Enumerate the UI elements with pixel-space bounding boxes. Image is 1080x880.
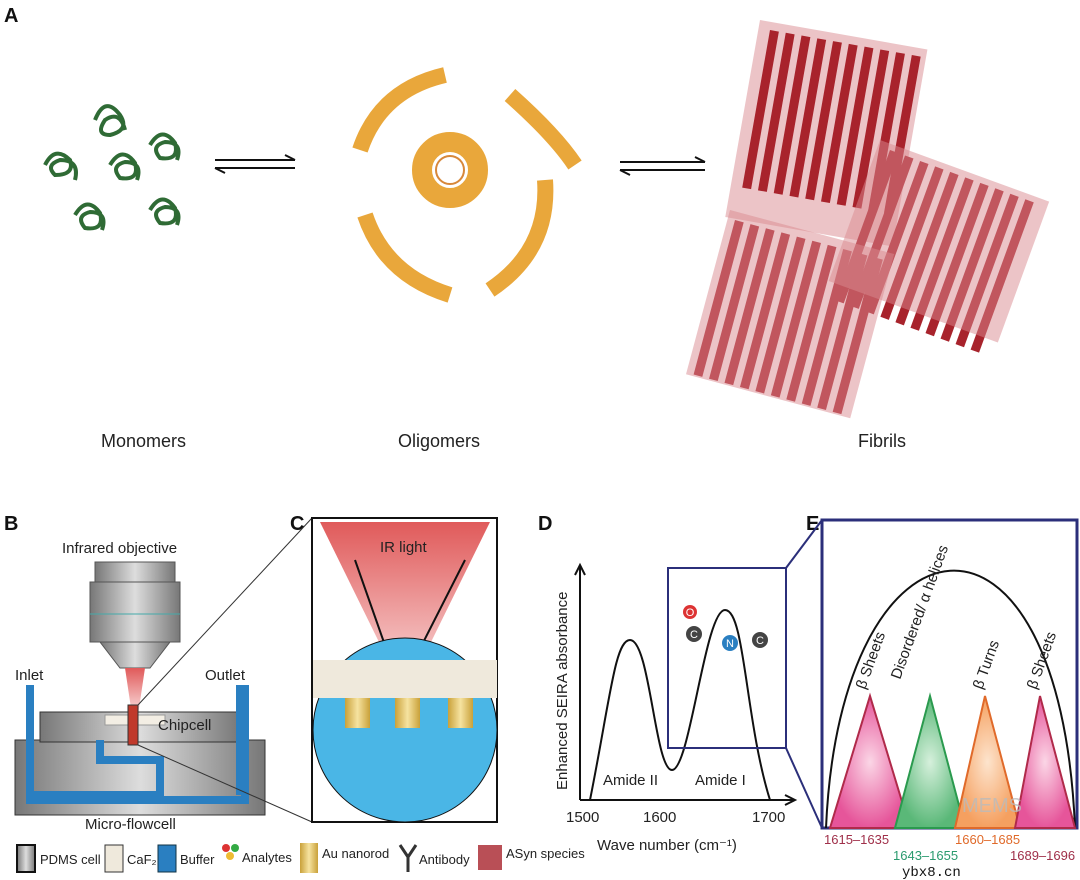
panel-label-c: C bbox=[290, 513, 304, 535]
legend-label: ASyn species bbox=[506, 846, 585, 861]
deconvolved-peaks bbox=[828, 692, 1077, 829]
amide-ii-label: Amide II bbox=[603, 772, 658, 789]
legend-label: CaF₂ bbox=[127, 852, 157, 867]
watermark-url: ybx8.cn bbox=[902, 865, 961, 880]
au-nanorods bbox=[345, 698, 473, 728]
x-tick: 1600 bbox=[643, 809, 676, 826]
svg-text:N: N bbox=[726, 638, 734, 650]
zoom-line bbox=[785, 747, 823, 829]
panel-label-a: A bbox=[4, 5, 18, 27]
fibril-strand bbox=[805, 41, 842, 201]
fibril-strand bbox=[836, 46, 874, 206]
legend-swatch-nanorod bbox=[300, 843, 318, 873]
x-tick: 1500 bbox=[566, 809, 599, 826]
legend-swatch-pdms bbox=[16, 844, 36, 873]
legend-analytes-icon bbox=[222, 844, 239, 860]
caf2-layer bbox=[313, 660, 497, 698]
ir-beam bbox=[125, 668, 145, 715]
monomers-label: Monomers bbox=[101, 431, 186, 451]
x-tick: 1700 bbox=[752, 809, 785, 826]
oligomers-label: Oligomers bbox=[398, 431, 480, 451]
equilibrium-arrow-1 bbox=[214, 154, 296, 174]
legend-label: Analytes bbox=[242, 850, 292, 865]
range-label: 1615–1635 bbox=[824, 832, 889, 847]
panel-label-d: D bbox=[538, 513, 552, 535]
svg-text:C: C bbox=[756, 635, 764, 647]
y-axis-label: Enhanced SEIRA absorbance bbox=[554, 592, 571, 790]
ir-light-label: IR light bbox=[380, 539, 428, 556]
antibody-icon bbox=[398, 844, 418, 872]
fibril-strand bbox=[821, 43, 858, 204]
fibril-strand bbox=[757, 32, 795, 192]
peak-beta-sheets-low bbox=[828, 692, 912, 829]
range-label: 1643–1655 bbox=[893, 848, 958, 863]
legend-label: PDMS cell bbox=[40, 852, 101, 867]
equilibrium-arrow-2 bbox=[619, 156, 706, 176]
spectrum-curve bbox=[589, 608, 771, 801]
panel-label-b: B bbox=[4, 513, 18, 535]
fibril-strand bbox=[742, 29, 779, 190]
zoom-line bbox=[137, 517, 313, 706]
chipcell-label: Chipcell bbox=[158, 717, 211, 734]
range-label: 1660–1685 bbox=[955, 832, 1020, 847]
legend-label: Au nanorod bbox=[322, 846, 389, 861]
legend-label: Antibody bbox=[419, 852, 470, 867]
zoom-line bbox=[137, 744, 313, 823]
fibril-strand bbox=[789, 38, 827, 198]
outlet-label: Outlet bbox=[205, 667, 246, 684]
legend-swatch-buffer bbox=[157, 844, 177, 873]
inlet-label: Inlet bbox=[15, 667, 44, 684]
fibrils-label: Fibrils bbox=[858, 431, 906, 451]
peak-alpha-helices bbox=[893, 692, 967, 829]
monomers-illustration bbox=[43, 104, 181, 231]
fibril-strand bbox=[773, 35, 811, 195]
fibrils-illustration bbox=[686, 20, 1050, 419]
asyn-species-icon bbox=[478, 845, 502, 870]
x-axis-label: Wave number (cm⁻¹) bbox=[597, 837, 737, 854]
svg-text:O: O bbox=[686, 607, 695, 619]
envelope-curve bbox=[825, 569, 1076, 829]
objective-label: Infrared objective bbox=[62, 540, 177, 557]
amide-i-label: Amide I bbox=[695, 772, 746, 789]
zoom-line bbox=[785, 519, 823, 569]
amide-i-highlight-box bbox=[667, 567, 787, 749]
infrared-objective bbox=[89, 561, 181, 669]
legend: PDMS cell CaF₂ Buffer Analytes Au nanoro… bbox=[16, 843, 585, 873]
svg-text:C: C bbox=[690, 629, 698, 641]
flowcell-illustration bbox=[14, 685, 266, 816]
legend-label: Buffer bbox=[180, 852, 215, 867]
peak-beta-sheets-high bbox=[1013, 695, 1077, 829]
watermark: MEMS bbox=[962, 795, 1022, 817]
ir-cone bbox=[320, 522, 490, 695]
peptide-bond-molecule: O C N C bbox=[683, 605, 768, 651]
spectrum-axes bbox=[574, 562, 798, 806]
flowcell-label: Micro-flowcell bbox=[85, 816, 176, 833]
range-label: 1689–1696 bbox=[1010, 848, 1075, 863]
legend-swatch-caf2 bbox=[104, 844, 124, 873]
oligomers-illustration bbox=[352, 67, 582, 303]
peak-beta-turns bbox=[953, 695, 1022, 829]
fibril-strand bbox=[852, 49, 890, 209]
